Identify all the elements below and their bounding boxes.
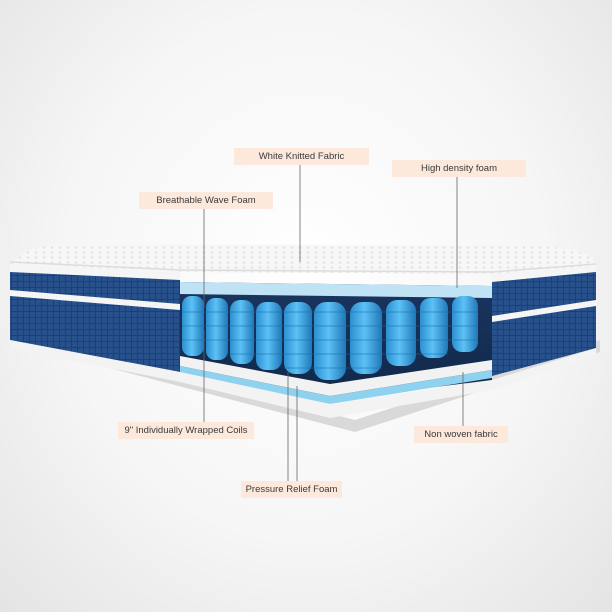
coil — [256, 302, 282, 370]
coil — [420, 298, 448, 358]
label-individually-wrapped-coils: 9" Individually Wrapped Coils — [118, 422, 254, 439]
coil — [350, 302, 382, 374]
coil — [284, 302, 312, 374]
label-pressure-relief-foam: Pressure Relief Foam — [241, 481, 342, 498]
coil — [452, 296, 478, 352]
leader-lines — [203, 165, 464, 481]
coil — [206, 298, 228, 360]
coil — [314, 302, 346, 380]
label-high-density-foam: High density foam — [392, 160, 526, 177]
right-side-panel — [492, 270, 596, 376]
non-woven-fabric-layer — [180, 366, 492, 404]
label-breathable-wave-foam: Breathable Wave Foam — [139, 192, 273, 209]
knitted-top-layer — [10, 244, 596, 274]
high-density-foam-layer — [180, 282, 492, 298]
label-non-woven-fabric: Non woven fabric — [414, 426, 508, 443]
coil — [230, 300, 254, 364]
pressure-relief-foam-layer — [180, 356, 492, 396]
label-white-knitted-fabric: White Knitted Fabric — [234, 148, 369, 165]
coil-row — [182, 296, 478, 380]
coil — [386, 300, 416, 366]
mattress-bottom-edge — [10, 340, 596, 418]
